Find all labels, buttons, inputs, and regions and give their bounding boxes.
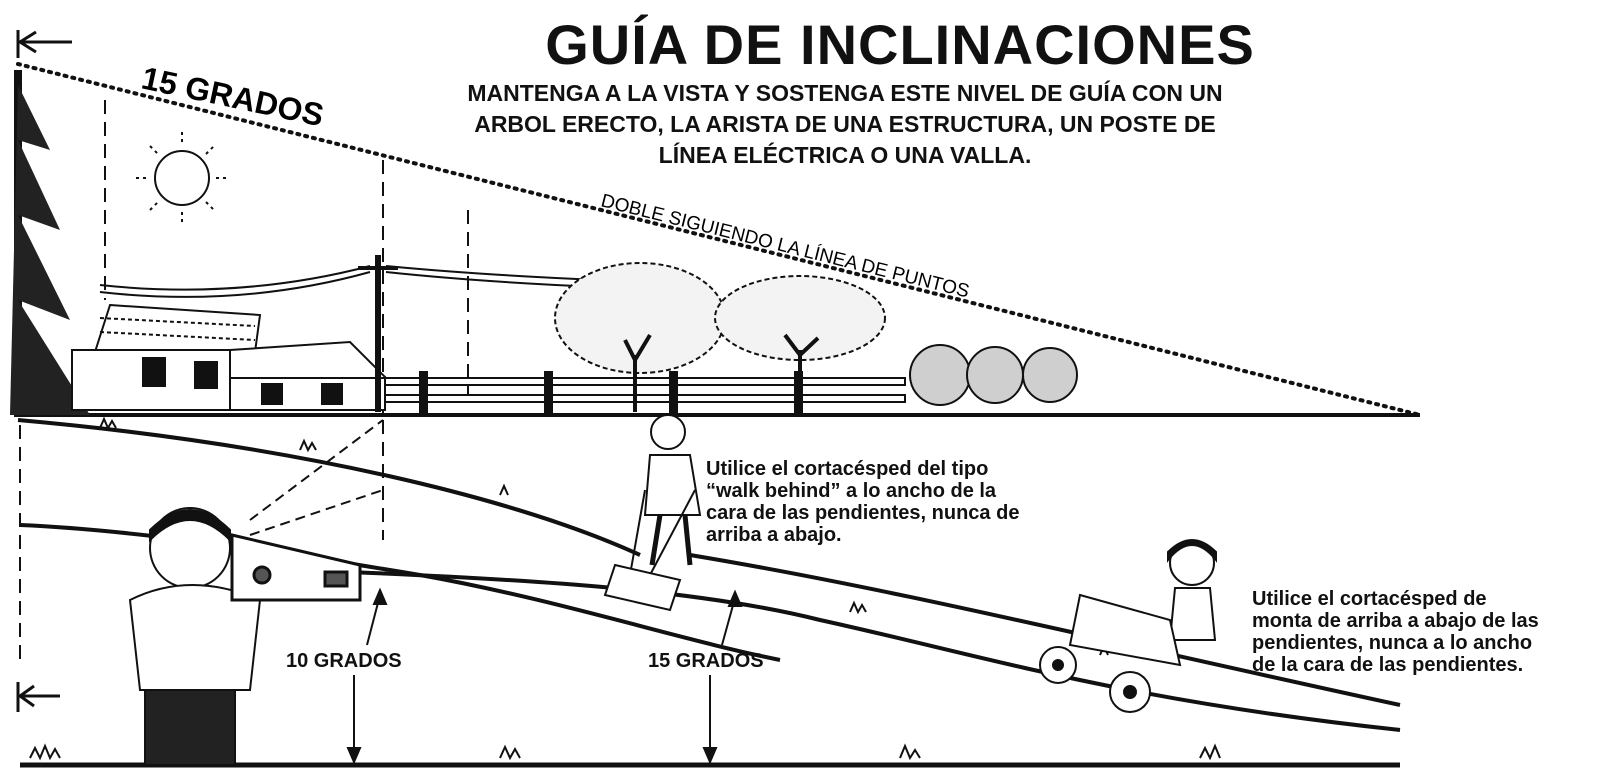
top-arrow-marker [16, 30, 72, 58]
utility-pole-icon [99, 255, 601, 412]
slope-lines [17, 418, 1401, 768]
slope-guide-card-icon [230, 533, 362, 602]
walk-behind-caption: Utilice el cortacésped del tipo “walk be… [706, 458, 1020, 546]
ten-degrees-label: 10 GRADOS [286, 650, 402, 672]
walk-behind-mower-icon [603, 414, 702, 612]
bottom-arrow-marker [16, 682, 60, 712]
page-title: GUÍA DE INCLINACIONES [545, 13, 1255, 76]
page-subtitle: MANTENGA A LA VISTA Y SOSTENGA ESTE NIVE… [467, 80, 1223, 168]
fold-dotted-line [16, 62, 1422, 417]
bushes-icon [909, 344, 1078, 406]
fence-icon [384, 371, 906, 413]
tall-tree-icon [10, 70, 90, 415]
degree-pointer-arrows [346, 587, 743, 765]
fifteen-degrees-label: 15 GRADOS [648, 650, 764, 672]
vertical-guides [19, 100, 469, 660]
angle-top-label: 15 GRADOS [139, 60, 327, 134]
riding-mower-icon [1039, 539, 1217, 713]
viewer-person-icon [128, 507, 262, 766]
riding-mower-caption: Utilice el cortacésped de monta de arrib… [1252, 588, 1539, 676]
sun-icon [136, 132, 230, 224]
background-trees-icon [554, 262, 886, 412]
sight-lines [249, 419, 384, 536]
house-icon [71, 303, 391, 411]
